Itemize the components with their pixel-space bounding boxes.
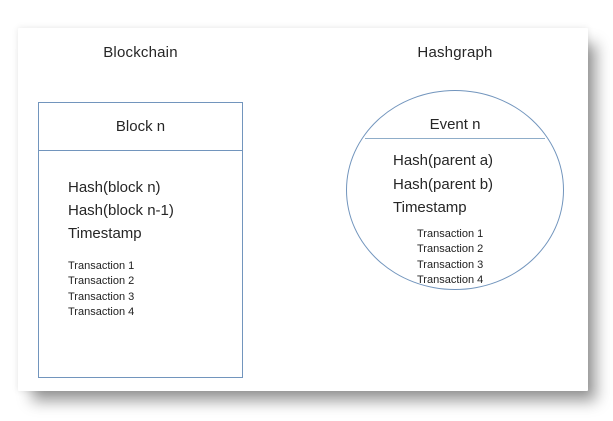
field-label: Timestamp bbox=[68, 225, 142, 242]
transaction-label: Transaction 1 bbox=[417, 228, 484, 240]
transaction-label: Transaction 3 bbox=[417, 258, 484, 271]
field-label: Hash(block n) bbox=[68, 179, 161, 196]
block-shape-label: Block n bbox=[39, 103, 242, 151]
transaction-label: Transaction 4 bbox=[417, 274, 484, 287]
transaction-label: Transaction 2 bbox=[68, 275, 135, 288]
diagram-page: Blockchain Block n Hash(block n) Hash(bl… bbox=[18, 28, 588, 391]
event-shape: Event n Hash(parent a) Hash(parent b) Ti… bbox=[346, 90, 564, 290]
block-shape: Block n Hash(block n) Hash(block n-1) Ti… bbox=[38, 102, 243, 378]
transaction-label: Transaction 2 bbox=[417, 243, 484, 256]
hashgraph-title: Hashgraph bbox=[417, 44, 493, 61]
field-label: Hash(parent a) bbox=[393, 152, 494, 169]
field-label: Timestamp bbox=[393, 199, 467, 216]
transaction-label: Transaction 1 bbox=[68, 260, 135, 272]
event-shape-label: Event n bbox=[429, 116, 481, 133]
block-fields: Hash(block n) Hash(block n-1) Timestamp bbox=[68, 176, 242, 245]
field-label: Hash(parent b) bbox=[393, 175, 494, 193]
event-fields: Hash(parent a) Hash(parent b) Timestamp bbox=[393, 149, 493, 220]
transaction-label: Transaction 3 bbox=[68, 290, 135, 303]
transaction-label: Transaction 4 bbox=[68, 306, 135, 319]
field-label: Hash(block n-1) bbox=[68, 202, 174, 219]
blockchain-title: Blockchain bbox=[103, 44, 178, 61]
event-divider bbox=[365, 138, 545, 139]
event-transactions: Transaction 1 Transaction 2 Transaction … bbox=[417, 227, 483, 289]
block-transactions: Transaction 1 Transaction 2 Transaction … bbox=[68, 259, 242, 321]
